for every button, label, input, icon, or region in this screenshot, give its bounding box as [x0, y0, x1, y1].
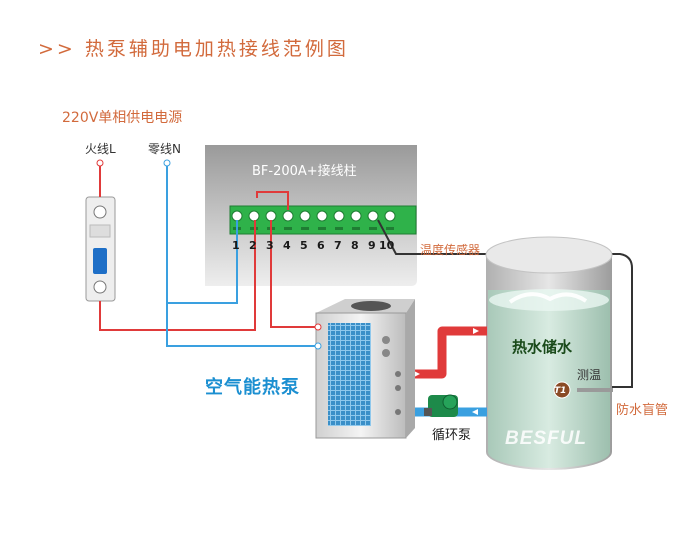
temperature-sensor-label: 温度传感器: [420, 243, 481, 257]
terminal-number: 6: [317, 239, 325, 252]
heat-pump-fan: [351, 301, 391, 311]
terminal-number: 9: [368, 239, 376, 252]
neutral-wire-label: 零线N: [148, 142, 181, 156]
terminal-number: 7: [334, 239, 342, 252]
terminal-number: 1: [232, 239, 240, 252]
terminal-number: 10: [379, 239, 395, 252]
hot-water-pipe: [405, 326, 487, 379]
sensor-cable: [377, 219, 633, 388]
t1-probe: [553, 381, 571, 399]
tank-label: 热水储水: [512, 338, 573, 356]
diagram-title: >> 热泵辅助电加热接线范例图: [38, 38, 349, 60]
terminal-number: 4: [283, 239, 291, 252]
blind-pipe-label: 防水盲管: [616, 403, 669, 418]
terminal-number: 2: [249, 239, 257, 252]
panel-label: BF-200A+接线柱: [252, 164, 357, 179]
circulation-pump: [424, 394, 458, 417]
heat-pump-coil: [328, 323, 371, 426]
terminal-screws: [231, 210, 396, 222]
blind-pipe: [577, 388, 613, 392]
breaker-switch: [93, 248, 107, 274]
power-supply-label: 220V单相供电电源: [62, 110, 183, 126]
terminal-number: 3: [266, 239, 274, 252]
terminal-number: 8: [351, 239, 359, 252]
measure-label: 测温: [577, 368, 602, 382]
circulation-pump-label: 循环泵: [432, 428, 472, 443]
heat-pump-label: 空气能热泵: [205, 377, 300, 398]
live-wire-label: 火线L: [85, 142, 116, 156]
brand-logo: BESFUL: [505, 428, 587, 449]
t1-tag: T1: [554, 386, 567, 396]
terminal-number: 5: [300, 239, 308, 252]
